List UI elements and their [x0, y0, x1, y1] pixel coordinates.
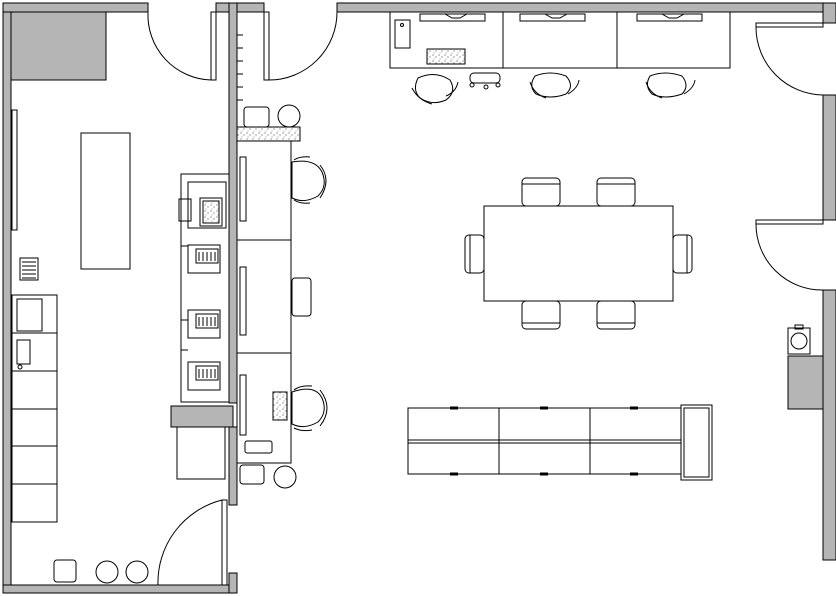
doors — [147, 11, 824, 586]
desk-phone — [394, 19, 411, 49]
bin-square-bottom — [239, 464, 265, 485]
floor-mat — [236, 126, 301, 142]
door-bottom-left-room — [157, 499, 228, 586]
cabinet-end-unit — [680, 404, 713, 481]
bin-round-2 — [125, 560, 149, 584]
desk-chair-3 — [291, 385, 328, 432]
wall-device — [19, 257, 39, 281]
conf-chair-right — [672, 234, 693, 274]
document-tray — [272, 391, 288, 421]
door-top-right — [263, 11, 338, 81]
desk-chair-1 — [291, 156, 327, 204]
conference-area — [464, 177, 693, 330]
conference-table — [483, 205, 674, 302]
door-top-left — [147, 11, 217, 81]
worktable — [80, 132, 131, 270]
wall-stub-partition — [170, 405, 234, 428]
water-dispenser — [787, 324, 811, 355]
wall-shelf — [11, 109, 18, 231]
conf-chair-left — [464, 234, 485, 274]
monitor-3 — [239, 374, 247, 436]
printer-4 — [187, 361, 221, 391]
top-monitor-1 — [419, 13, 486, 22]
wall-partition-upper — [228, 2, 238, 404]
printer-3 — [187, 309, 221, 339]
top-chair-3 — [645, 72, 696, 99]
wall-partition-bottom — [228, 572, 238, 594]
wall-left — [2, 2, 12, 594]
conf-chair-bottom-2 — [596, 300, 636, 330]
monitor-1 — [239, 156, 247, 222]
top-chair-2 — [529, 72, 580, 99]
monitor-2 — [239, 266, 247, 336]
conf-chair-top-2 — [596, 177, 636, 207]
desk-column — [236, 140, 292, 464]
top-chair-stool — [469, 72, 501, 90]
wall-lockers — [11, 294, 58, 523]
printer-2 — [187, 244, 221, 274]
storage-cabinets — [407, 404, 713, 481]
printer-counter — [178, 173, 230, 403]
wall-right-3 — [822, 289, 836, 561]
door-right-top — [755, 22, 824, 96]
keyboard-speckled — [426, 48, 466, 65]
conf-chair-top-1 — [521, 177, 561, 207]
bin-square-top — [243, 106, 270, 128]
phone-tray — [244, 440, 273, 454]
locker-appliance-1 — [16, 298, 43, 332]
locker-appliance-2 — [16, 339, 31, 365]
wall-column-right — [787, 355, 824, 410]
wall-right-1 — [822, 2, 836, 24]
bin-square — [53, 559, 77, 583]
left-room — [11, 109, 230, 584]
partition-items — [236, 34, 328, 489]
bin-round-1 — [95, 560, 119, 584]
top-desks — [389, 11, 731, 69]
wall-partition-lower — [228, 426, 238, 506]
wall-top-3 — [336, 2, 836, 13]
lower-cabinet — [176, 426, 226, 480]
conf-chair-bottom-1 — [521, 300, 561, 330]
printer-1 — [187, 181, 227, 229]
wall-column-top-left — [10, 11, 107, 81]
door-right-middle — [755, 219, 824, 291]
wall-bottom — [2, 584, 238, 594]
wall-top-1 — [2, 2, 149, 13]
wall-right-2 — [822, 94, 836, 221]
bin-round-bottom — [273, 465, 297, 489]
desk-chair-2 — [291, 277, 312, 317]
wall-top-2 — [215, 2, 265, 13]
top-monitor-2 — [519, 13, 586, 22]
top-chair-1 — [411, 74, 459, 105]
top-monitor-3 — [636, 13, 703, 22]
bin-round-top — [277, 104, 301, 128]
